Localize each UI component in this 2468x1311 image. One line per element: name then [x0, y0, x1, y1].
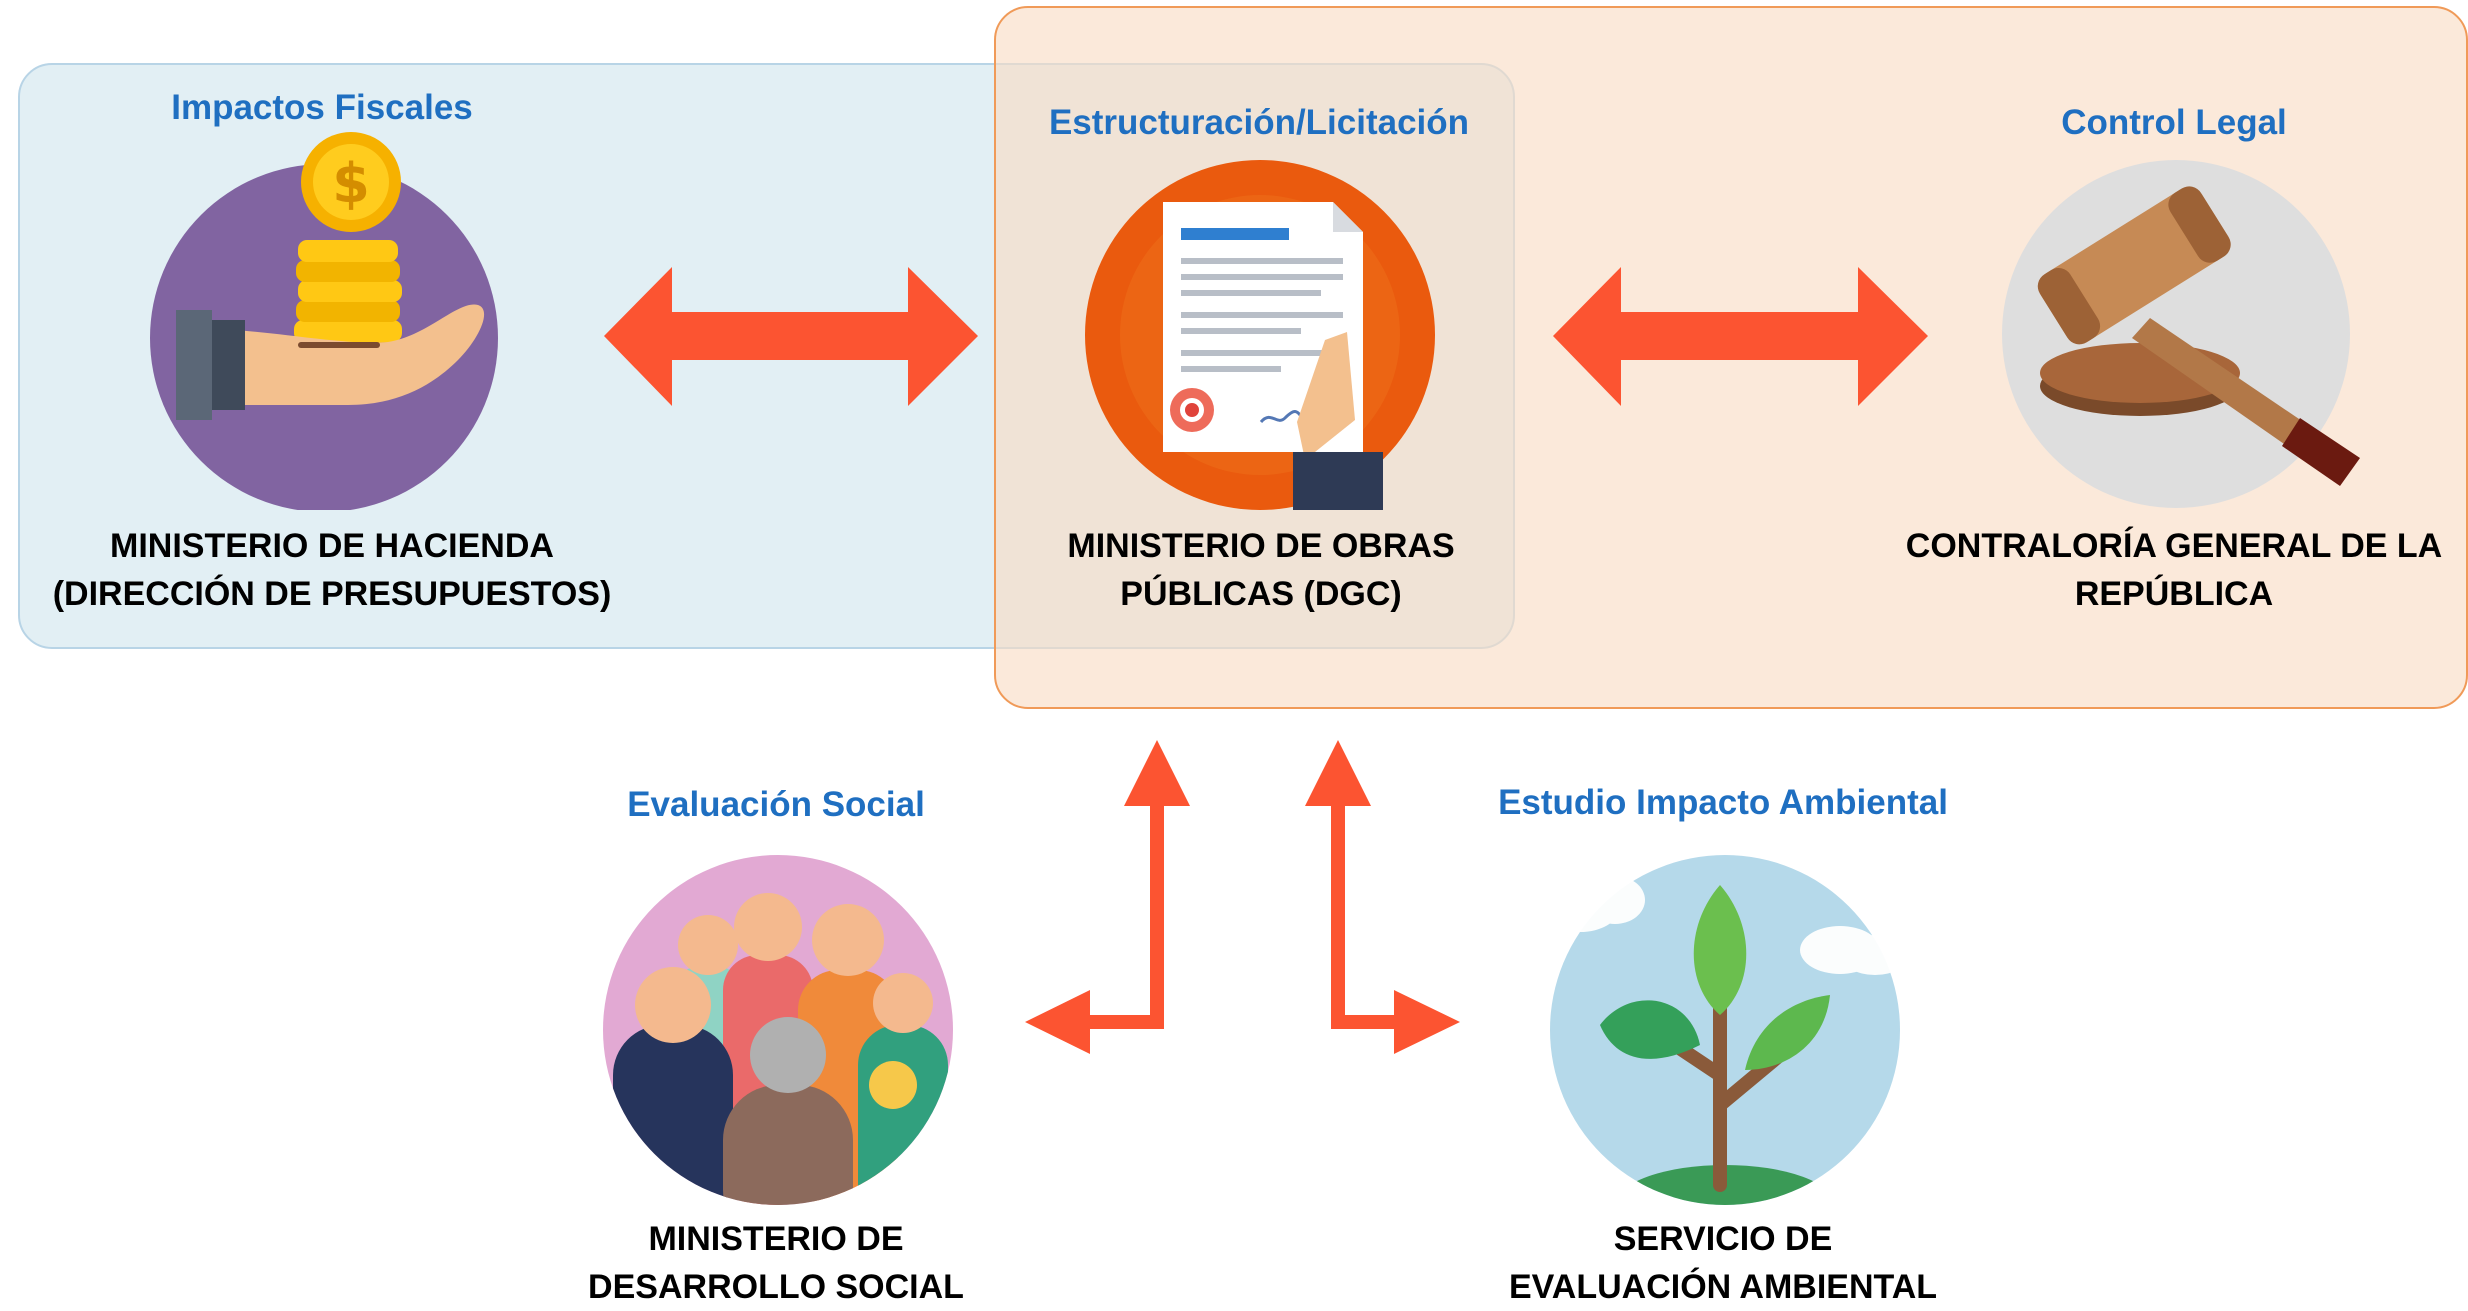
elbow-arrow-ambiental	[1305, 740, 1460, 1054]
label-line2: REPÚBLICA	[2074, 575, 2274, 613]
label-line2: EVALUACIÓN AMBIENTAL	[1508, 1268, 1938, 1306]
label-line2: DESARROLLO SOCIAL	[588, 1268, 964, 1306]
money-hand-icon: $	[150, 132, 498, 510]
double-arrow-fiscal-mop	[604, 267, 978, 406]
label-evaluacion-ambiental: SERVICIO DE EVALUACIÓN AMBIENTAL	[1509, 1215, 1937, 1311]
heading-estructuracion: Estructuración/Licitación	[1048, 103, 1470, 142]
label-line1: CONTRALORÍA GENERAL DE LA	[1905, 527, 2443, 565]
double-arrow-mop-legal	[1553, 267, 1928, 406]
people-group-icon	[603, 855, 953, 1205]
label-line1: MINISTERIO DE HACIENDA	[110, 527, 554, 565]
heading-evaluacion-social: Evaluación Social	[627, 785, 925, 824]
label-ministerio-obras-publicas: MINISTERIO DE OBRAS PÚBLICAS (DGC)	[1067, 522, 1454, 618]
heading-impacto-ambiental: Estudio Impacto Ambiental	[1498, 783, 1948, 822]
label-line1: MINISTERIO DE OBRAS	[1067, 527, 1455, 565]
label-line1: MINISTERIO DE	[648, 1220, 904, 1258]
label-line1: SERVICIO DE	[1613, 1220, 1833, 1258]
label-desarrollo-social: MINISTERIO DE DESARROLLO SOCIAL	[588, 1215, 964, 1311]
gavel-icon	[2002, 160, 2360, 508]
label-line2: PÚBLICAS (DGC)	[1120, 575, 1402, 613]
label-contraloria: CONTRALORÍA GENERAL DE LA REPÚBLICA	[1906, 522, 2442, 618]
svg-text:$: $	[332, 152, 370, 215]
plant-sprout-icon	[1542, 855, 1909, 1205]
heading-control-legal: Control Legal	[2061, 103, 2287, 142]
contract-document-icon	[1085, 160, 1435, 510]
label-ministerio-hacienda: MINISTERIO DE HACIENDA (DIRECCIÓN DE PRE…	[53, 522, 612, 618]
label-line2: (DIRECCIÓN DE PRESUPUESTOS)	[52, 575, 612, 613]
elbow-arrow-social	[1025, 740, 1190, 1054]
heading-impactos-fiscales: Impactos Fiscales	[171, 88, 473, 127]
